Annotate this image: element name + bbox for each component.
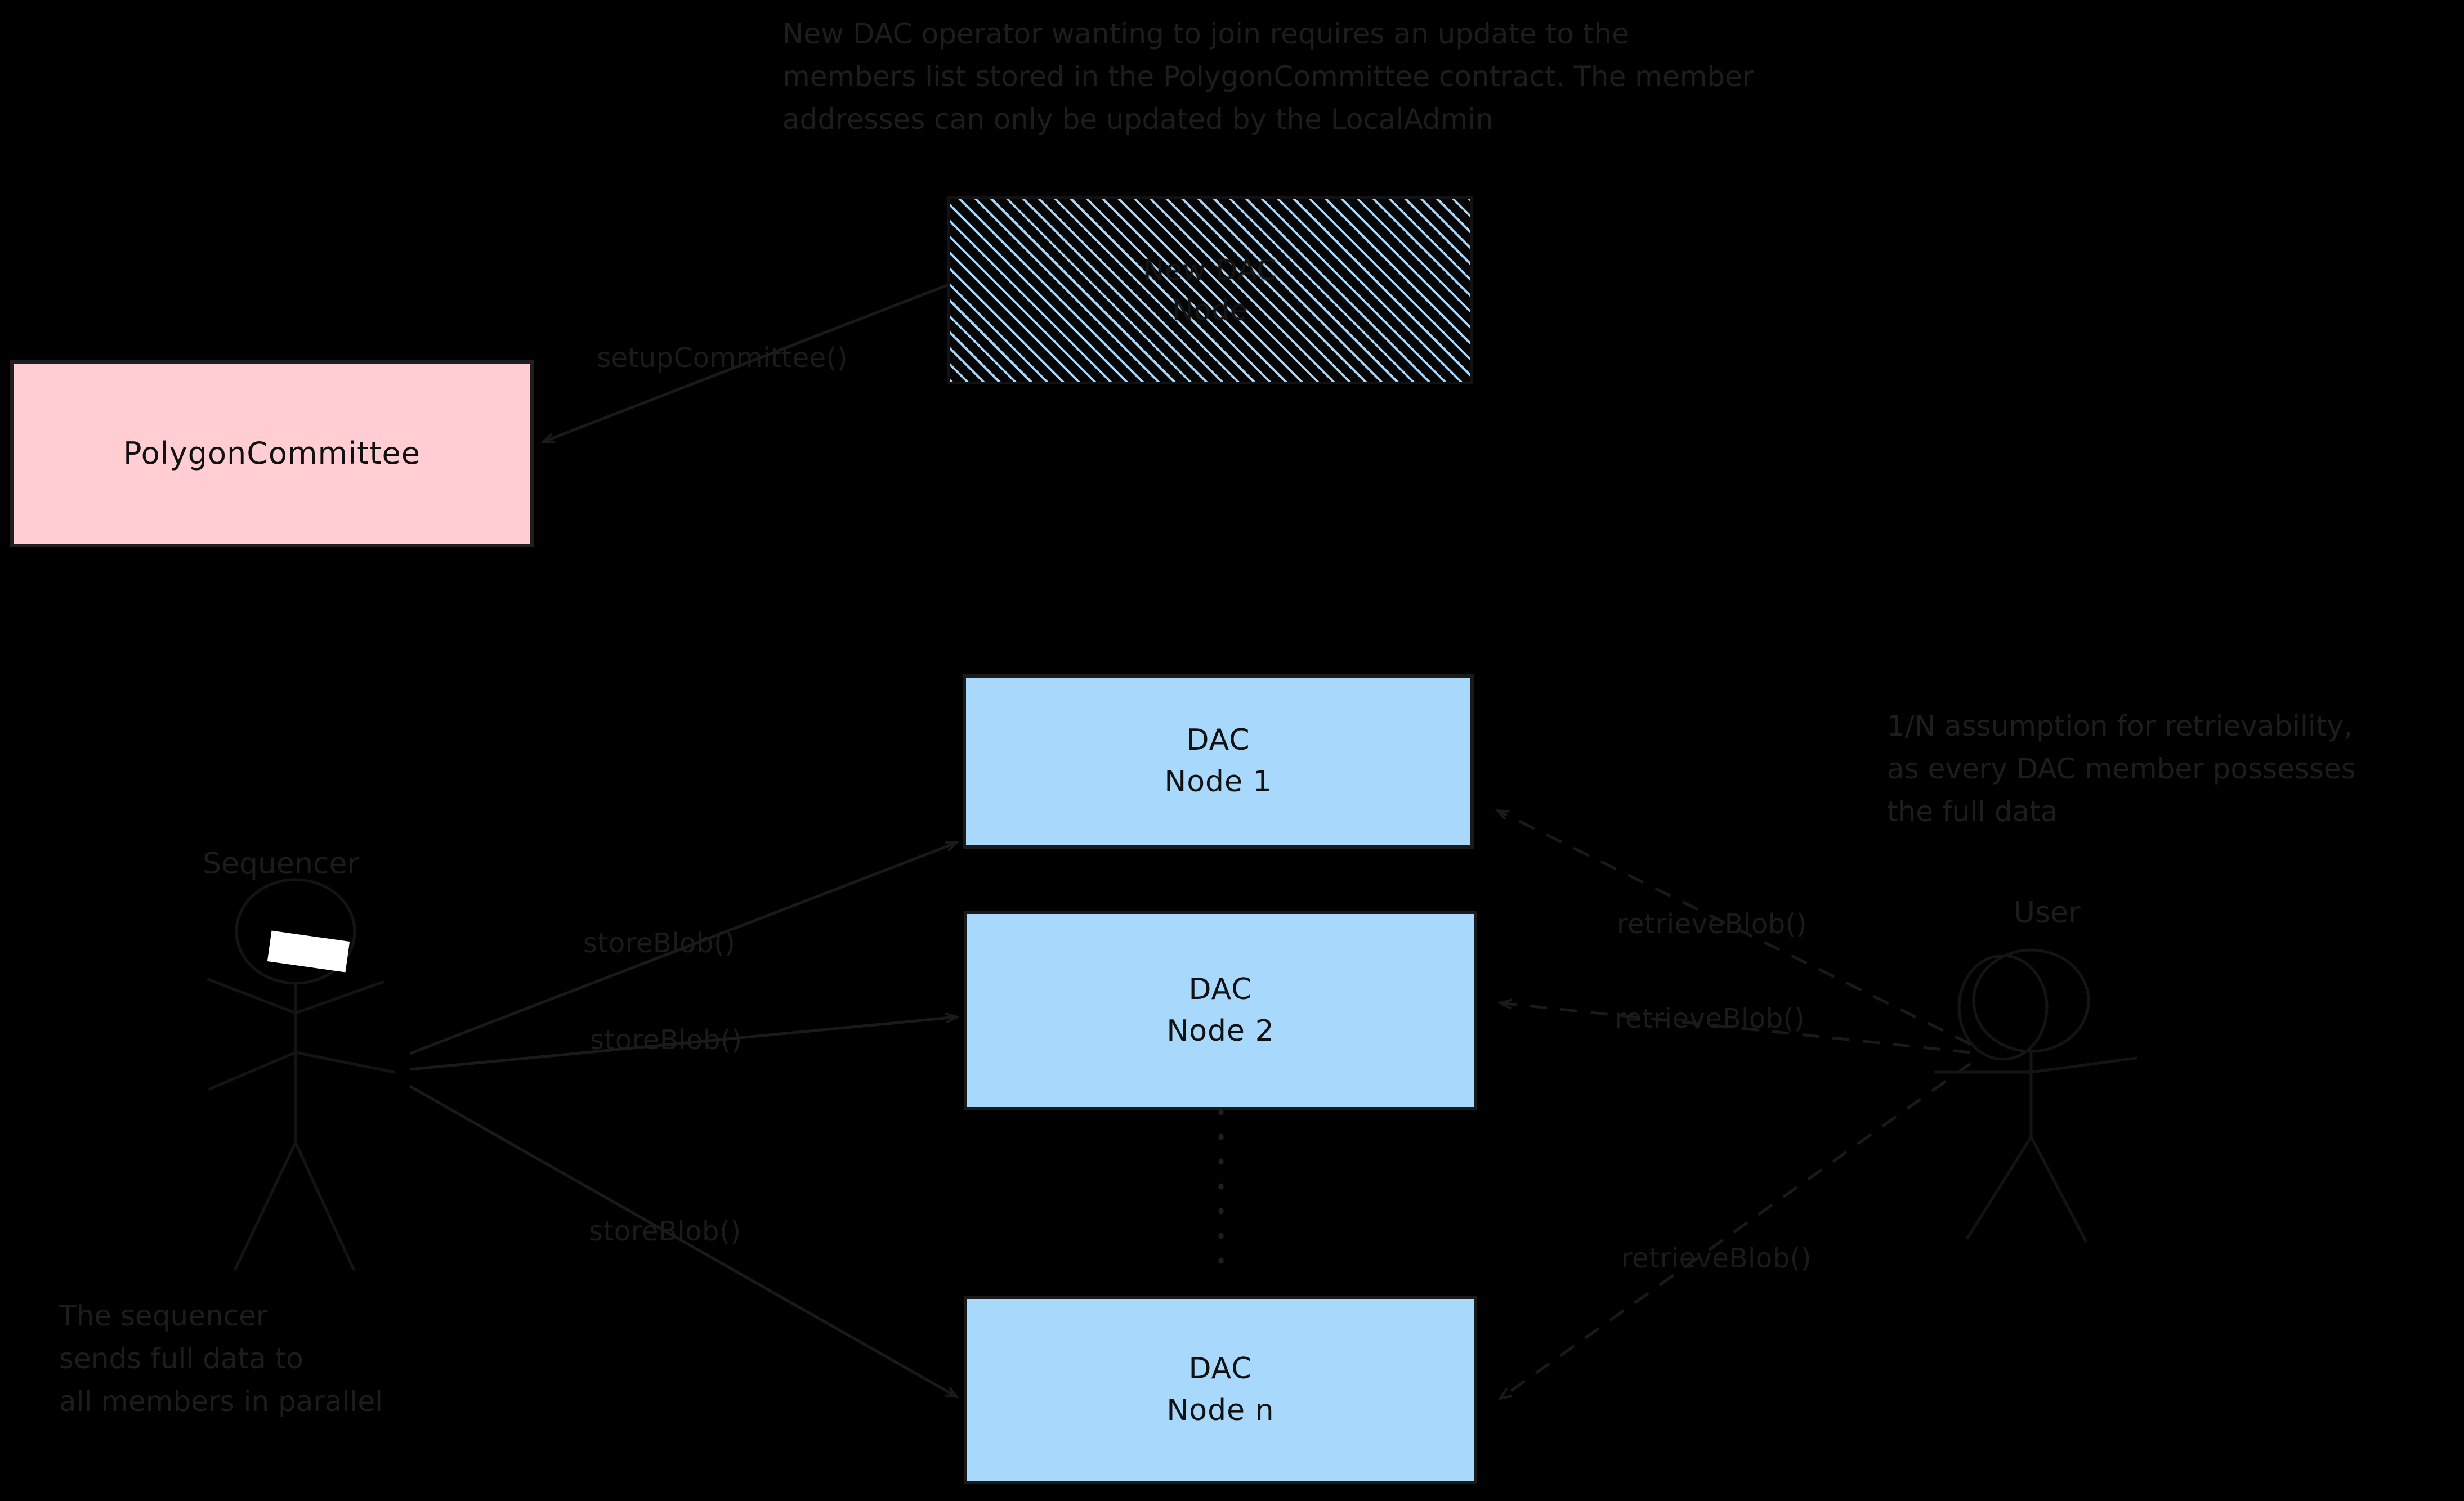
annotation-top: New DAC operator wanting to join require… [782, 17, 1754, 136]
dac-node-1-label-line2: Node 1 [1164, 765, 1272, 799]
user-label: User [2014, 896, 2081, 930]
annotation-bottom-left: The sequencer sends full data to all mem… [59, 1300, 383, 1418]
edge-label-retrieve-blob-2: retrieveBlob() [1615, 1003, 1805, 1034]
edge-label-store-blob-2: storeBlob() [590, 1024, 743, 1056]
dac-node-1-label-line1: DAC [1186, 723, 1250, 758]
dac-node-2-label-line2: Node 2 [1166, 1014, 1275, 1048]
polygon-committee-box[interactable]: PolygonCommittee [10, 360, 534, 547]
edge-label-retrieve-blob-1: retrieveBlob() [1617, 908, 1808, 940]
annotation-right: 1/N assumption for retrievability, as ev… [1887, 710, 2356, 828]
edge-label-store-blob-1: storeBlob() [583, 928, 736, 959]
dac-node-1-box[interactable]: DAC Node 1 [963, 674, 1474, 849]
polygon-committee-label: PolygonCommittee [123, 435, 421, 471]
new-dac-node-label-line1: New DAC [1143, 253, 1277, 286]
edge-label-setup-committee: setupCommittee() [597, 342, 848, 374]
edge-label-store-blob-n: storeBlob() [589, 1216, 741, 1247]
dac-node-n-label-line2: Node n [1166, 1393, 1275, 1427]
edge-label-retrieve-blob-n: retrieveBlob() [1621, 1243, 1812, 1274]
edge-retrieve-blob-n [1500, 1062, 1971, 1399]
new-dac-node-label-line2: Node [1172, 293, 1248, 326]
sequencer-label: Sequencer [203, 847, 359, 881]
dac-node-2-label-line1: DAC [1188, 972, 1253, 1006]
sequencer-card-icon [267, 930, 350, 973]
dac-node-n-box[interactable]: DAC Node n [964, 1296, 1477, 1484]
user-figure [1934, 948, 2138, 1243]
dac-node-n-label-line1: DAC [1188, 1351, 1253, 1386]
dac-node-2-box[interactable]: DAC Node 2 [964, 911, 1477, 1110]
new-dac-node-box[interactable]: New DAC Node [947, 196, 1473, 384]
